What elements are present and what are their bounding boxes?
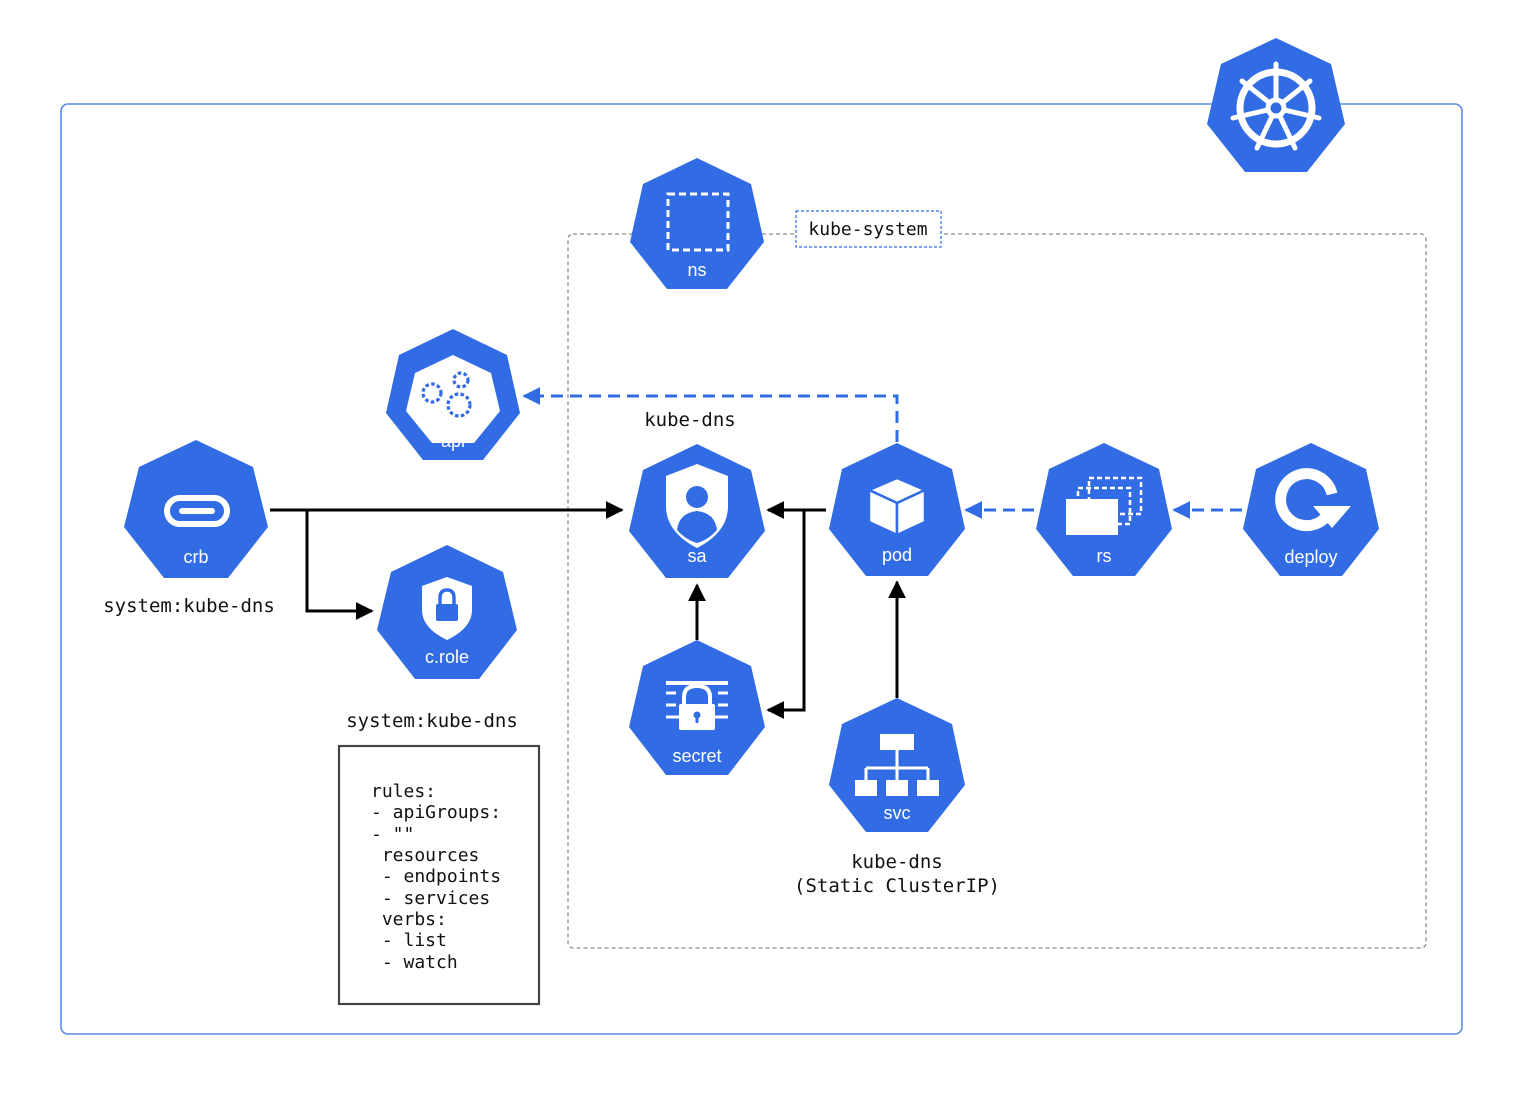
cube-icon [867, 476, 927, 537]
rules-line-2: - apiGroups: [371, 802, 501, 823]
lock-shield-icon [422, 577, 472, 640]
rules-line-9: - watch [371, 952, 458, 973]
rules-line-5: - endpoints [371, 866, 501, 887]
node-deploy: deploy [1243, 443, 1379, 576]
node-secret: secret [629, 640, 765, 775]
node-deploy-label: deploy [1284, 547, 1337, 567]
rules-line-8: - list [371, 930, 447, 951]
padlock-icon [666, 681, 728, 730]
svc-caption-line1: kube-dns [851, 851, 943, 873]
node-svc: svc [829, 698, 965, 832]
user-shield-icon [666, 464, 728, 548]
node-deploy-hexagon [1243, 443, 1379, 576]
edge-crb-to-crole [305, 510, 374, 620]
node-ns-label: ns [687, 260, 706, 280]
node-crb: crb [124, 440, 268, 578]
kubernetes-logo [1207, 38, 1345, 172]
node-crole: c.role [377, 545, 517, 679]
rules-line-1: rules: [371, 781, 436, 802]
node-sa-label: sa [687, 546, 707, 566]
node-secret-label: secret [672, 746, 721, 766]
rules-line-6: - services [371, 888, 490, 909]
svg-text:kube-system: kube-system [808, 219, 927, 240]
svg-text:rules: - apiGroups:: rules: - apiGroups: - "" resources - end… [0, 0, 577, 973]
rules-box: rules: - apiGroups: - "" resources - end… [0, 0, 577, 1006]
node-crb-label: crb [183, 547, 208, 567]
cluster-frame [60, 103, 1463, 1035]
hierarchy-icon [855, 734, 939, 796]
edges [270, 387, 1242, 719]
node-crole-label: c.role [425, 647, 469, 667]
crb-caption: system:kube-dns [103, 595, 275, 617]
svc-caption-line2: (Static ClusterIP) [794, 875, 1000, 897]
gears-icon [421, 371, 472, 418]
node-api: api [386, 329, 520, 460]
node-ns-hexagon [630, 158, 764, 289]
sa-caption: kube-dns [644, 409, 736, 431]
node-rs-label: rs [1097, 546, 1112, 566]
node-pod: pod [829, 443, 965, 576]
node-pod-label: pod [882, 545, 912, 565]
stacked-windows-icon [1066, 476, 1143, 535]
helm-wheel-icon [1230, 61, 1322, 151]
rules-line-3: - "" [371, 824, 414, 845]
namespace-boundary [567, 233, 1427, 949]
node-sa: kube-dns sa [629, 409, 765, 578]
node-ns: ns [630, 158, 764, 289]
namespace-label: kube-system [795, 210, 942, 248]
edge-pod-to-api [522, 387, 899, 442]
circular-arrow-icon [1275, 468, 1351, 532]
rules-line-7: verbs: [371, 909, 447, 930]
node-api-label: api [441, 431, 465, 451]
crole-caption: system:kube-dns [346, 710, 518, 732]
rules-line-4: resources [371, 845, 479, 866]
node-svc-label: svc [884, 803, 911, 823]
node-rs: rs [1036, 443, 1172, 576]
edge-pod-to-secret [766, 510, 806, 719]
link-icon [164, 495, 230, 527]
dashed-square-icon [666, 192, 730, 252]
